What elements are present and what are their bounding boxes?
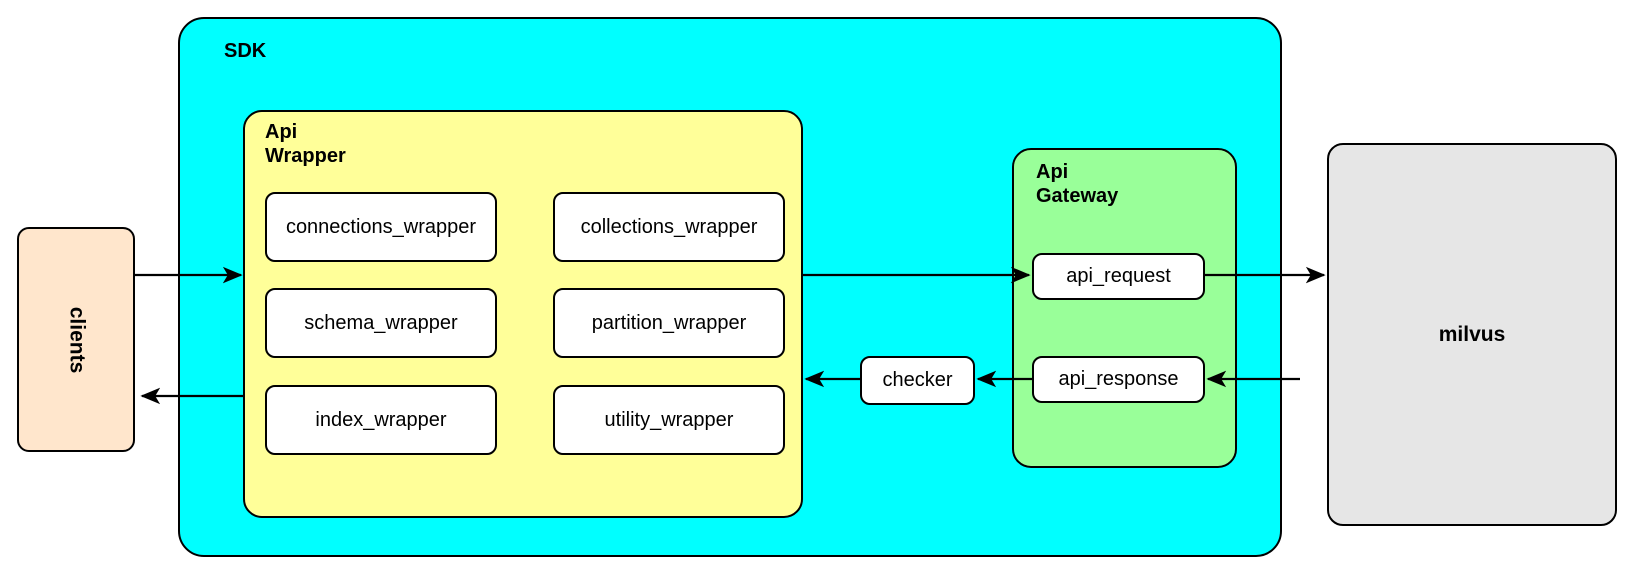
container-api-wrapper-label: Api Wrapper — [265, 121, 346, 168]
node-connections-wrapper-label: connections_wrapper — [285, 215, 477, 238]
container-api-gateway[interactable]: Api Gateway — [1012, 148, 1237, 468]
node-checker-label: checker — [882, 369, 953, 391]
node-milvus-label: milvus — [1438, 322, 1506, 346]
node-api-response-label: api_response — [1058, 368, 1179, 390]
node-index-wrapper[interactable]: index_wrapper — [265, 385, 497, 455]
node-partition-wrapper[interactable]: partition_wrapper — [553, 288, 785, 358]
node-partition-wrapper-label: partition_wrapper — [591, 311, 747, 334]
node-clients[interactable]: clients — [17, 227, 135, 452]
container-api-gateway-label: Api Gateway — [1036, 161, 1119, 208]
node-milvus[interactable]: milvus — [1327, 143, 1617, 526]
node-collections-wrapper-label: collections_wrapper — [580, 215, 758, 238]
node-utility-wrapper[interactable]: utility_wrapper — [553, 385, 785, 455]
node-checker[interactable]: checker — [860, 356, 975, 405]
node-schema-wrapper-label: schema_wrapper — [304, 311, 458, 334]
node-utility-wrapper-label: utility_wrapper — [604, 408, 734, 431]
node-api-response[interactable]: api_response — [1032, 356, 1205, 403]
node-api-request[interactable]: api_request — [1032, 253, 1205, 300]
node-collections-wrapper[interactable]: collections_wrapper — [553, 192, 785, 262]
node-connections-wrapper[interactable]: connections_wrapper — [265, 192, 497, 262]
container-sdk-label: SDK — [224, 40, 267, 62]
node-index-wrapper-label: index_wrapper — [315, 408, 447, 431]
node-schema-wrapper[interactable]: schema_wrapper — [265, 288, 497, 358]
node-clients-label: clients — [65, 306, 88, 373]
node-api-request-label: api_request — [1066, 265, 1171, 287]
